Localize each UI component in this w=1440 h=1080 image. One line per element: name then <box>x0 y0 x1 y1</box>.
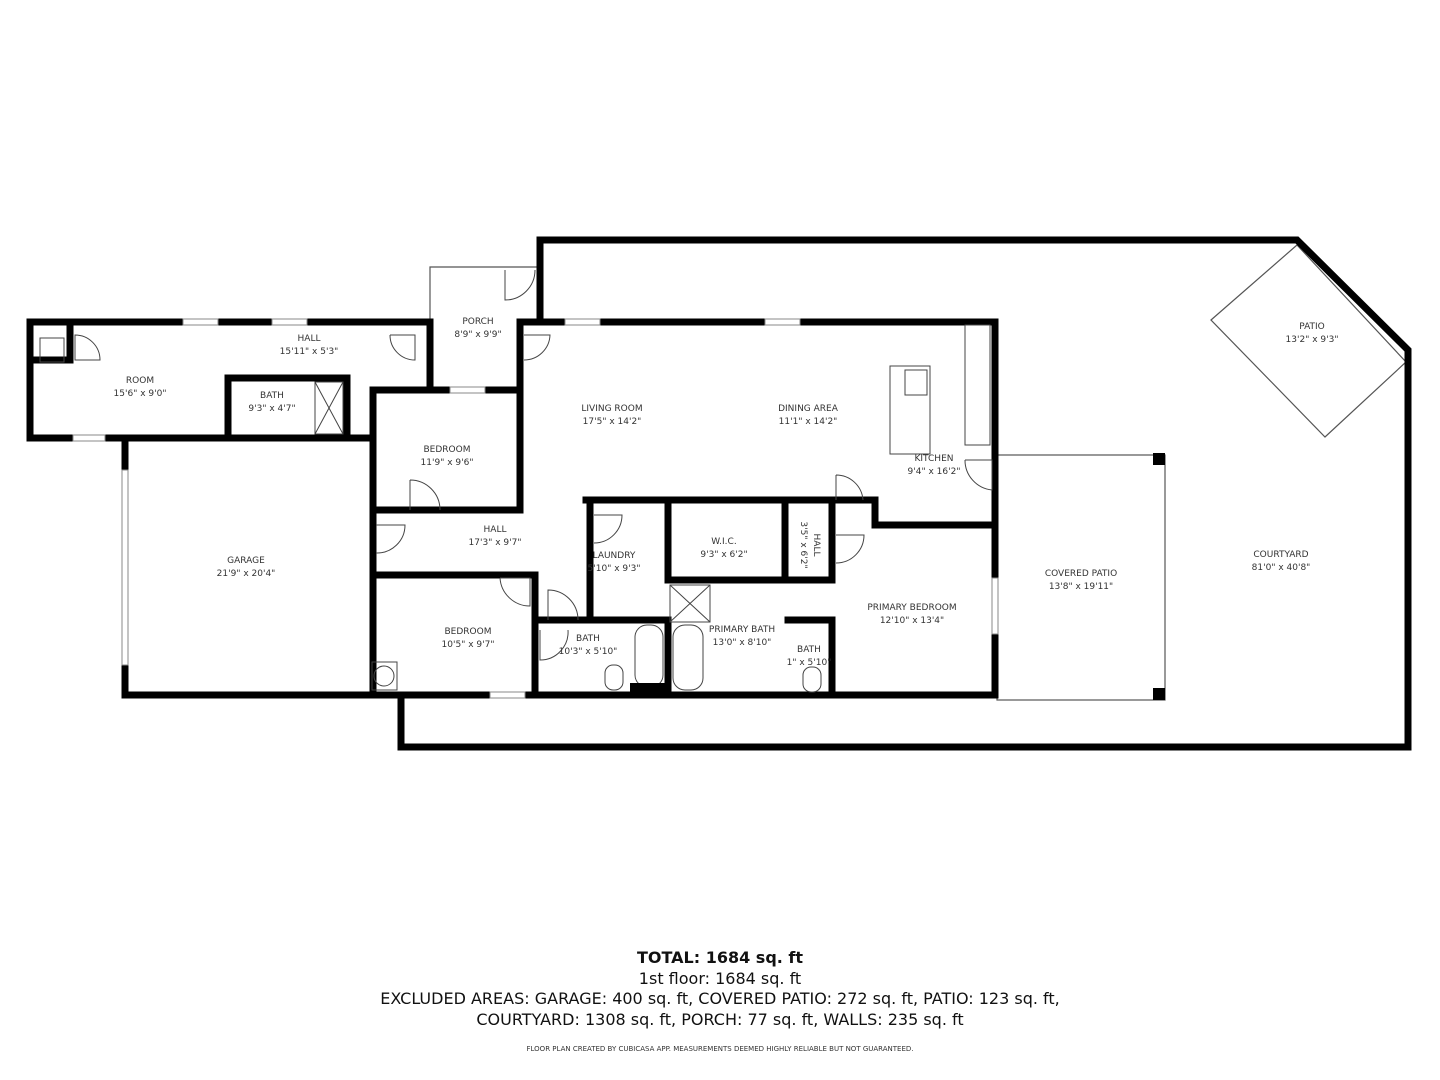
courtyard-dims: 81'0" x 40'8" <box>1252 563 1311 573</box>
bath-left-dims: 9'3" x 4'7" <box>248 404 295 414</box>
room-label: ROOM <box>126 376 154 386</box>
patio-dims: 13'2" x 9'3" <box>1286 335 1339 345</box>
bedroom-1-dims: 11'9" x 9'6" <box>421 458 474 468</box>
covered-patio-label: COVERED PATIO <box>1045 569 1117 579</box>
bath-mid-label: BATH <box>576 634 600 644</box>
bedroom-2-label: BEDROOM <box>445 627 492 637</box>
primary-bedroom-label: PRIMARY BEDROOM <box>867 603 956 613</box>
primary-bedroom-dims: 12'10" x 13'4" <box>880 616 944 626</box>
kitchen-dims: 9'4" x 16'2" <box>908 467 961 477</box>
doors <box>74 269 993 661</box>
patio-label: PATIO <box>1299 322 1325 332</box>
total-area: TOTAL: 1684 sq. ft <box>636 948 804 967</box>
living-room-label: LIVING ROOM <box>581 404 642 414</box>
dining-area-dims: 11'1" x 14'2" <box>779 417 838 427</box>
fixtures <box>39 324 991 693</box>
hall-upper-dims: 15'11" x 5'3" <box>280 347 339 357</box>
hall-mid-label: HALL <box>484 525 507 535</box>
hall-upper-label: HALL <box>298 334 321 344</box>
garage-dims: 21'9" x 20'4" <box>217 569 276 579</box>
living-room-dims: 17'5" x 14'2" <box>583 417 642 427</box>
porch-label: PORCH <box>462 317 493 327</box>
walls <box>26 236 1412 751</box>
covered-patio-dims: 13'8" x 19'11" <box>1049 582 1113 592</box>
bath-left-label: BATH <box>260 391 284 401</box>
floor-area: 1st floor: 1684 sq. ft <box>638 969 802 988</box>
hall-mid-dims: 17'3" x 9'7" <box>469 538 522 548</box>
porch-dims: 8'9" x 9'9" <box>454 330 501 340</box>
bedroom-1-label: BEDROOM <box>424 445 471 455</box>
windows <box>72 318 999 699</box>
credit-note: FLOOR PLAN CREATED BY CUBICASA APP. MEAS… <box>526 1045 914 1053</box>
excluded-areas-line-2: COURTYARD: 1308 sq. ft, PORCH: 77 sq. ft… <box>476 1010 964 1029</box>
bath-mid-dims: 10'3" x 5'10" <box>559 647 618 657</box>
wic-label: W.I.C. <box>711 537 736 547</box>
primary-bath-dims: 13'0" x 8'10" <box>713 638 772 648</box>
room-dims: 15'6" x 9'0" <box>114 389 167 399</box>
room-labels: PORCH 8'9" x 9'9" HALL 15'11" x 5'3" ROO… <box>114 317 1339 668</box>
garage-label: GARAGE <box>227 556 265 566</box>
excluded-areas-line-1: EXCLUDED AREAS: GARAGE: 400 sq. ft, COVE… <box>380 989 1060 1008</box>
laundry-dims: 5'10" x 9'3" <box>588 564 641 574</box>
bath-small-label: BATH <box>797 645 821 655</box>
courtyard-label: COURTYARD <box>1253 550 1308 560</box>
laundry-label: LAUNDRY <box>593 551 636 561</box>
hall-small-dims: 3'5" x 6'2" <box>798 521 808 568</box>
dining-area-label: DINING AREA <box>778 404 839 414</box>
bedroom-2-dims: 10'5" x 9'7" <box>442 640 495 650</box>
primary-bath-label: PRIMARY BATH <box>709 625 775 635</box>
bath-small-dims: 1" x 5'10" <box>787 658 832 668</box>
kitchen-label: KITCHEN <box>915 454 954 464</box>
hall-small-label: HALL <box>811 534 821 557</box>
wic-dims: 9'3" x 6'2" <box>700 550 747 560</box>
